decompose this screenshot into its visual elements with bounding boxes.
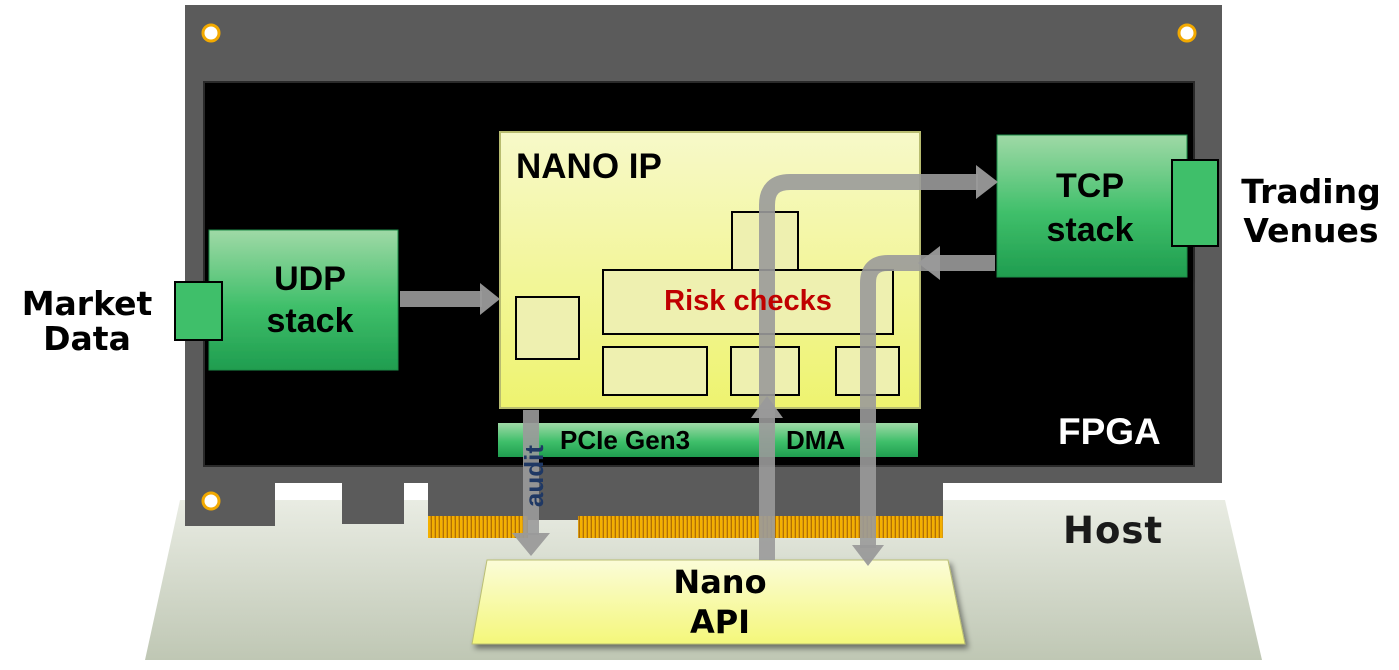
audit-label: audit (519, 444, 549, 508)
arrow-head-icon (852, 545, 884, 566)
dma-label: DMA (786, 425, 846, 455)
pcie-gen3-label: PCIe Gen3 (560, 425, 691, 455)
nano-api-label: Nano API (673, 563, 767, 641)
host-label: Host (1063, 509, 1164, 552)
arrow-api-to-tcp (759, 174, 978, 560)
market-data-label: Market Data (21, 284, 153, 358)
arrow-tcp-to-api (860, 255, 995, 548)
fpga-label: FPGA (1058, 411, 1161, 452)
udp-port-connector (174, 281, 223, 341)
udp-stack-block (208, 229, 399, 371)
pcie-dma-bar (498, 423, 918, 457)
arrow-head-icon (480, 283, 500, 315)
arrow-head-icon (512, 533, 550, 556)
arrow-head-icon (751, 396, 783, 418)
udp-stack-label: UDP stack (266, 260, 354, 340)
tcp-stack-label: TCP stack (1046, 167, 1134, 249)
risk-checks-label: Risk checks (664, 285, 832, 317)
trading-venues-label: Trading Venues (1241, 172, 1381, 250)
arrow-head-icon (976, 165, 998, 199)
risk-checks-block (602, 269, 894, 335)
nano-sub-block (602, 346, 708, 396)
tcp-stack-block (996, 134, 1188, 278)
arrow-head-icon (918, 246, 940, 280)
mount-hole-icon (1177, 23, 1197, 43)
mount-hole-icon (201, 23, 221, 43)
nano-sub-block (515, 296, 580, 360)
tcp-port-connector (1171, 159, 1219, 247)
mount-hole-icon (201, 491, 221, 511)
nano-api-block (471, 559, 966, 645)
nano-ip-title: NANO IP (516, 147, 662, 186)
edge-connector-pins-left (428, 516, 528, 538)
